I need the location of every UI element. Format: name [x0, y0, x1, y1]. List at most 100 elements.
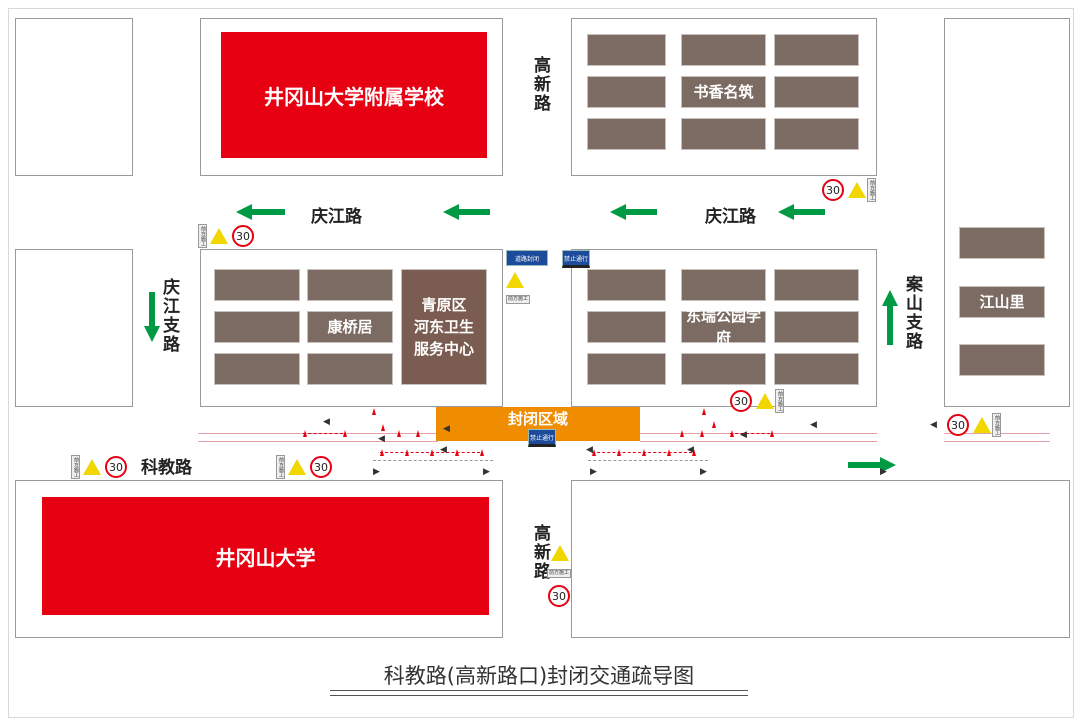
traffic-cone [642, 449, 646, 456]
traffic-cone [592, 449, 596, 456]
building-dongrui: 东瑞公园学府 [681, 307, 766, 347]
block-bottom-right [571, 480, 1070, 638]
road-label-qingjiang: 庆江路 [311, 207, 362, 227]
closure-zone: 封闭区域 [436, 407, 640, 441]
traffic-cone [480, 449, 484, 456]
building [587, 353, 666, 385]
speed-limit-sign: 30 [232, 225, 254, 247]
traffic-cone [617, 449, 621, 456]
small-arrow-left-icon: ◀ [586, 445, 593, 455]
building [774, 118, 859, 150]
traffic-cone [680, 430, 684, 437]
traffic-cone [303, 430, 307, 437]
construction-plate: 前方施工 [276, 455, 285, 479]
small-arrow-left-icon: ◀ [378, 434, 385, 444]
construction-warning-icon [210, 228, 228, 244]
small-arrow-left-icon: ◀ [323, 417, 330, 427]
speed-limit-sign: 30 [822, 179, 844, 201]
building [681, 34, 766, 66]
traffic-cone [397, 430, 401, 437]
building [307, 353, 393, 385]
traffic-cone [343, 430, 347, 437]
traffic-cone [380, 449, 384, 456]
arrow-left-icon [778, 204, 825, 220]
block-top-school: 井冈山大学附属学校 [200, 18, 503, 176]
traffic-cone [770, 430, 774, 437]
arrow-left-icon [610, 204, 657, 220]
construction-plate: 前方施工 [775, 389, 784, 413]
building [587, 34, 666, 66]
building [587, 118, 666, 150]
road-label-kejiao: 科教路 [141, 458, 192, 478]
speed-limit-sign: 30 [548, 585, 570, 607]
block-shuxiang: 书香名筑 [571, 18, 877, 176]
traffic-cone [692, 449, 696, 456]
construction-warning-icon [288, 459, 306, 475]
traffic-cone [712, 421, 716, 428]
lane-line [373, 460, 493, 461]
building [307, 269, 393, 301]
block-kangqiao: 康桥居 青原区 河东卫生 服务中心 [200, 249, 503, 407]
diagram-title: 科教路(高新路口)封闭交通疏导图 [383, 664, 695, 688]
construction-warning-icon [551, 545, 569, 561]
building [681, 118, 766, 150]
arrow-left-icon [443, 204, 490, 220]
arrow-down-icon [144, 292, 160, 342]
building [587, 76, 666, 108]
traffic-cone [667, 449, 671, 456]
small-arrow-left-icon: ◀ [443, 424, 450, 434]
traffic-cone [430, 449, 434, 456]
traffic-cone [405, 449, 409, 456]
construction-plate: 前方施工 [547, 569, 571, 578]
construction-plate: 前方施工 [867, 178, 876, 202]
lane-line [198, 441, 438, 442]
building [214, 353, 300, 385]
barrier [730, 433, 770, 434]
construction-warning-icon [506, 272, 524, 288]
building [774, 311, 859, 343]
traffic-cone [700, 430, 704, 437]
block-jiangshan: 江山里 [944, 18, 1070, 407]
block-dongrui: 东瑞公园学府 [571, 249, 877, 407]
traffic-cone [702, 408, 706, 415]
small-arrow-left-icon: ◀ [740, 430, 747, 440]
building [959, 227, 1045, 259]
building [774, 34, 859, 66]
speed-limit-sign: 30 [947, 414, 969, 436]
title-underline [330, 690, 748, 691]
no-entry-sign: 禁止通行 [562, 250, 590, 268]
building-clinic: 青原区 河东卫生 服务中心 [401, 269, 487, 385]
building [774, 76, 859, 108]
construction-plate: 前方施工 [71, 455, 80, 479]
building [587, 269, 666, 301]
no-entry-sign: 禁止通行 [528, 429, 556, 447]
building [214, 269, 300, 301]
school-bottom: 井冈山大学 [42, 497, 489, 615]
block-mid-left [15, 249, 133, 407]
construction-plate: 前方施工 [198, 224, 207, 248]
speed-limit-sign: 30 [105, 456, 127, 478]
small-arrow-left-icon: ◀ [687, 445, 694, 455]
lane-line [640, 441, 877, 442]
building-jiangshan: 江山里 [959, 286, 1045, 318]
lane-line [588, 460, 708, 461]
building [214, 311, 300, 343]
building [774, 353, 859, 385]
block-top-left [15, 18, 133, 176]
building [959, 344, 1045, 376]
speed-limit-sign: 30 [310, 456, 332, 478]
road-label-qingjiang-branch: 庆江支路 [159, 278, 179, 354]
road-label-anshan-branch: 案山支路 [902, 275, 922, 351]
barrier [303, 433, 343, 434]
road-label-gaoxin: 高新路 [530, 524, 550, 581]
construction-plate: 前方施工 [992, 413, 1001, 437]
small-arrow-right-icon: ▶ [483, 467, 490, 477]
traffic-cone [455, 449, 459, 456]
arrow-right-icon [848, 457, 896, 473]
building [587, 311, 666, 343]
school-top: 井冈山大学附属学校 [221, 32, 487, 158]
title-underline [330, 695, 748, 696]
small-arrow-right-icon: ▶ [700, 467, 707, 477]
traffic-cone [730, 430, 734, 437]
